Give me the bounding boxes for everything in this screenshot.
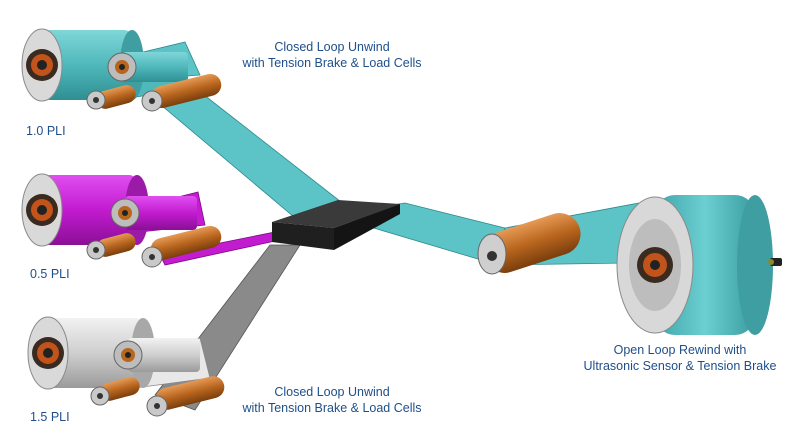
idler-roller-magenta-2 (141, 225, 222, 268)
unwind-top-label-line1: Closed Loop Unwind (274, 40, 390, 54)
idler-roller-gray-1 (90, 377, 140, 406)
rewind-label-line1: Open Loop Rewind with (613, 343, 747, 357)
idler-roller-teal-2 (141, 73, 222, 112)
pli-middle-label: 0.5 PLI (30, 267, 70, 281)
rewind-label-line2: Ultrasonic Sensor & Tension Brake (583, 359, 777, 373)
idler-roller-teal-1 (86, 85, 136, 110)
laminating-combiner (272, 200, 400, 250)
unwind-bottom-label-line2: with Tension Brake & Load Cells (242, 401, 422, 415)
idler-roller-magenta-1 (86, 233, 136, 260)
pli-top-label: 1.0 PLI (26, 124, 66, 138)
roll-magenta-second (110, 196, 197, 230)
idler-roller-gray-2 (146, 376, 225, 417)
roll-gray-second (113, 338, 200, 372)
unwind-top-label-line2: with Tension Brake & Load Cells (242, 56, 422, 70)
pli-bottom-label: 1.5 PLI (30, 410, 70, 424)
rewind-label: Open Loop Rewind with Ultrasonic Sensor … (570, 342, 790, 374)
unwind-roll-teal (21, 28, 144, 102)
roll-teal-second (107, 52, 188, 82)
ultrasonic-sensor (768, 258, 782, 266)
unwind-top-label: Closed Loop Unwind with Tension Brake & … (222, 39, 442, 71)
unwind-bottom-label-line1: Closed Loop Unwind (274, 385, 390, 399)
output-idler-roller (477, 213, 581, 275)
rewind-roll (616, 195, 773, 335)
unwind-bottom-label: Closed Loop Unwind with Tension Brake & … (222, 384, 442, 416)
